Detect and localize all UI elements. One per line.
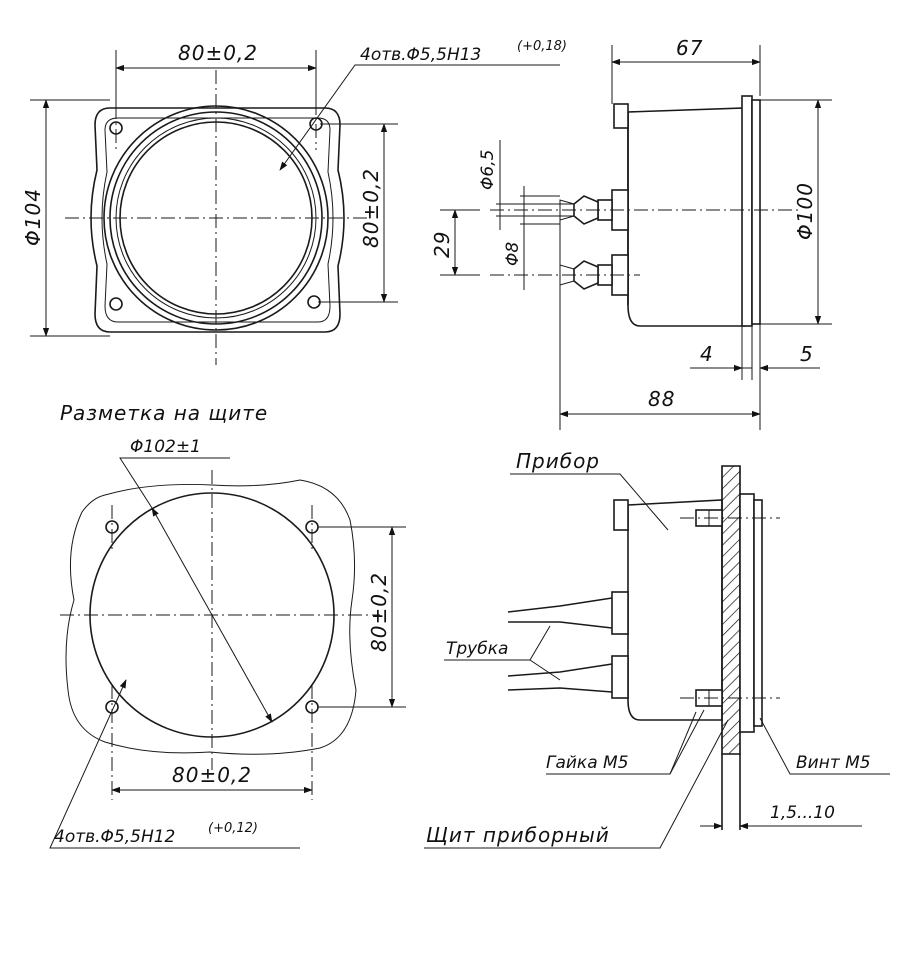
panel-marking-view: Разметка на щите Φ102±1 80±0,2 80±0,2 4о… [49, 401, 406, 849]
cutout-height-dim: 80±0,2 [367, 572, 391, 652]
side-dim-29: 29 [430, 231, 454, 258]
front-dia-104: Φ104 [21, 188, 45, 246]
label-nut: Гайка М5 [546, 753, 629, 773]
side-view: 67 Φ100 Φ6,5 Φ8 29 4 5 88 [430, 36, 832, 430]
front-height-dim: 80±0,2 [359, 168, 383, 248]
assembly-view: Прибор Трубка Гайка М5 Винт М5 Щит прибо… [424, 449, 890, 849]
panel-gap-dim: 1,5...10 [770, 803, 835, 823]
svg-text:(+0,18): (+0,18) [517, 39, 567, 54]
panel-marking-title: Разметка на щите [60, 401, 268, 425]
label-panel: Щит приборный [426, 823, 610, 847]
side-dim-4: 4 [700, 342, 714, 366]
front-holes-label: 4отв.Φ5,5Н13 [360, 45, 481, 65]
label-device: Прибор [516, 449, 600, 473]
cutout-width-dim: 80±0,2 [172, 763, 252, 787]
label-tube: Трубка [446, 639, 508, 659]
cutout-diameter: Φ102±1 [130, 437, 201, 457]
side-dia-6-5: Φ6,5 [478, 150, 498, 190]
side-dim-88: 88 [648, 387, 675, 411]
cutout-holes-label: 4отв.Φ5,5Н12 [54, 827, 175, 847]
side-body [627, 107, 746, 327]
panel-contour [65, 479, 357, 755]
label-screw: Винт М5 [796, 753, 871, 773]
front-view: 80±0,2 4отв.Φ5,5Н13 (+0,18) Φ104 80±0,2 [21, 39, 567, 365]
side-dia-100: Φ100 [793, 182, 817, 240]
panel-section [721, 465, 741, 755]
side-depth-67: 67 [676, 36, 703, 60]
front-flange-outline [90, 107, 345, 333]
assembly-body [627, 499, 723, 721]
tube-upper [507, 597, 613, 613]
tube-lower [507, 663, 613, 677]
side-bezel [741, 95, 753, 327]
front-hole-bl [109, 297, 123, 311]
side-dim-5: 5 [800, 342, 814, 366]
svg-text:(+0,12): (+0,12) [208, 821, 258, 836]
front-width-dim: 80±0,2 [178, 41, 258, 65]
side-dia-8: Φ8 [503, 242, 523, 266]
